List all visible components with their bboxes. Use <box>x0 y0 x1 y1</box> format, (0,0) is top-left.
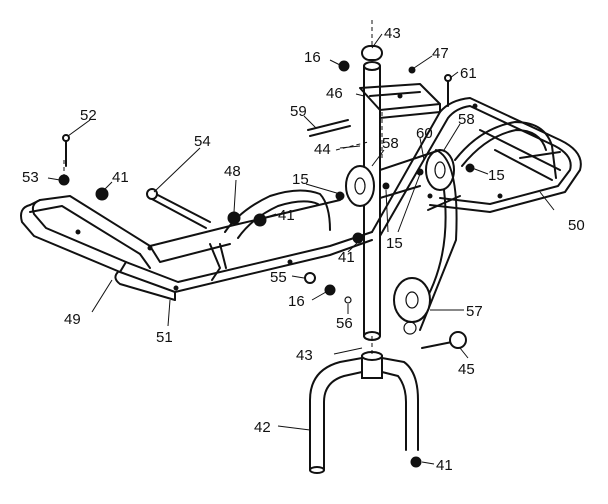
callout-42: 42 <box>254 419 271 436</box>
callout-48: 48 <box>224 163 241 180</box>
callout-16: 16 <box>288 293 305 310</box>
callout-16: 16 <box>304 49 321 66</box>
callout-43: 43 <box>296 347 313 364</box>
callout-46: 46 <box>326 85 343 102</box>
callout-labels: 43 16 47 61 46 59 52 54 44 58 60 58 53 4… <box>22 25 585 474</box>
callout-41: 41 <box>112 169 129 186</box>
pulley-system <box>335 149 475 335</box>
callout-15: 15 <box>292 171 309 188</box>
callout-52: 52 <box>80 107 97 124</box>
callout-15: 15 <box>488 167 505 184</box>
callout-57: 57 <box>466 303 483 320</box>
callout-51: 51 <box>156 329 173 346</box>
callout-55: 55 <box>270 269 287 286</box>
callout-54: 54 <box>194 133 211 150</box>
main-frame <box>20 97 582 301</box>
callout-61: 61 <box>460 65 477 82</box>
hardware <box>58 20 467 356</box>
callout-41: 41 <box>278 207 295 224</box>
callout-49: 49 <box>64 311 81 328</box>
callout-53: 53 <box>22 169 39 186</box>
leader-lines <box>47 33 555 465</box>
callout-44: 44 <box>314 141 331 158</box>
callout-15: 15 <box>386 235 403 252</box>
callout-43: 43 <box>384 25 401 42</box>
callout-56: 56 <box>336 315 353 332</box>
handlebar-base <box>309 351 422 474</box>
callout-58: 58 <box>382 135 399 152</box>
callout-50: 50 <box>568 217 585 234</box>
callout-60: 60 <box>416 125 433 142</box>
callout-59: 59 <box>290 103 307 120</box>
callout-47: 47 <box>432 45 449 62</box>
mounting-plate <box>359 83 441 119</box>
callout-41: 41 <box>436 457 453 474</box>
callout-58: 58 <box>458 111 475 128</box>
callout-45: 45 <box>458 361 475 378</box>
callout-41: 41 <box>338 249 355 266</box>
